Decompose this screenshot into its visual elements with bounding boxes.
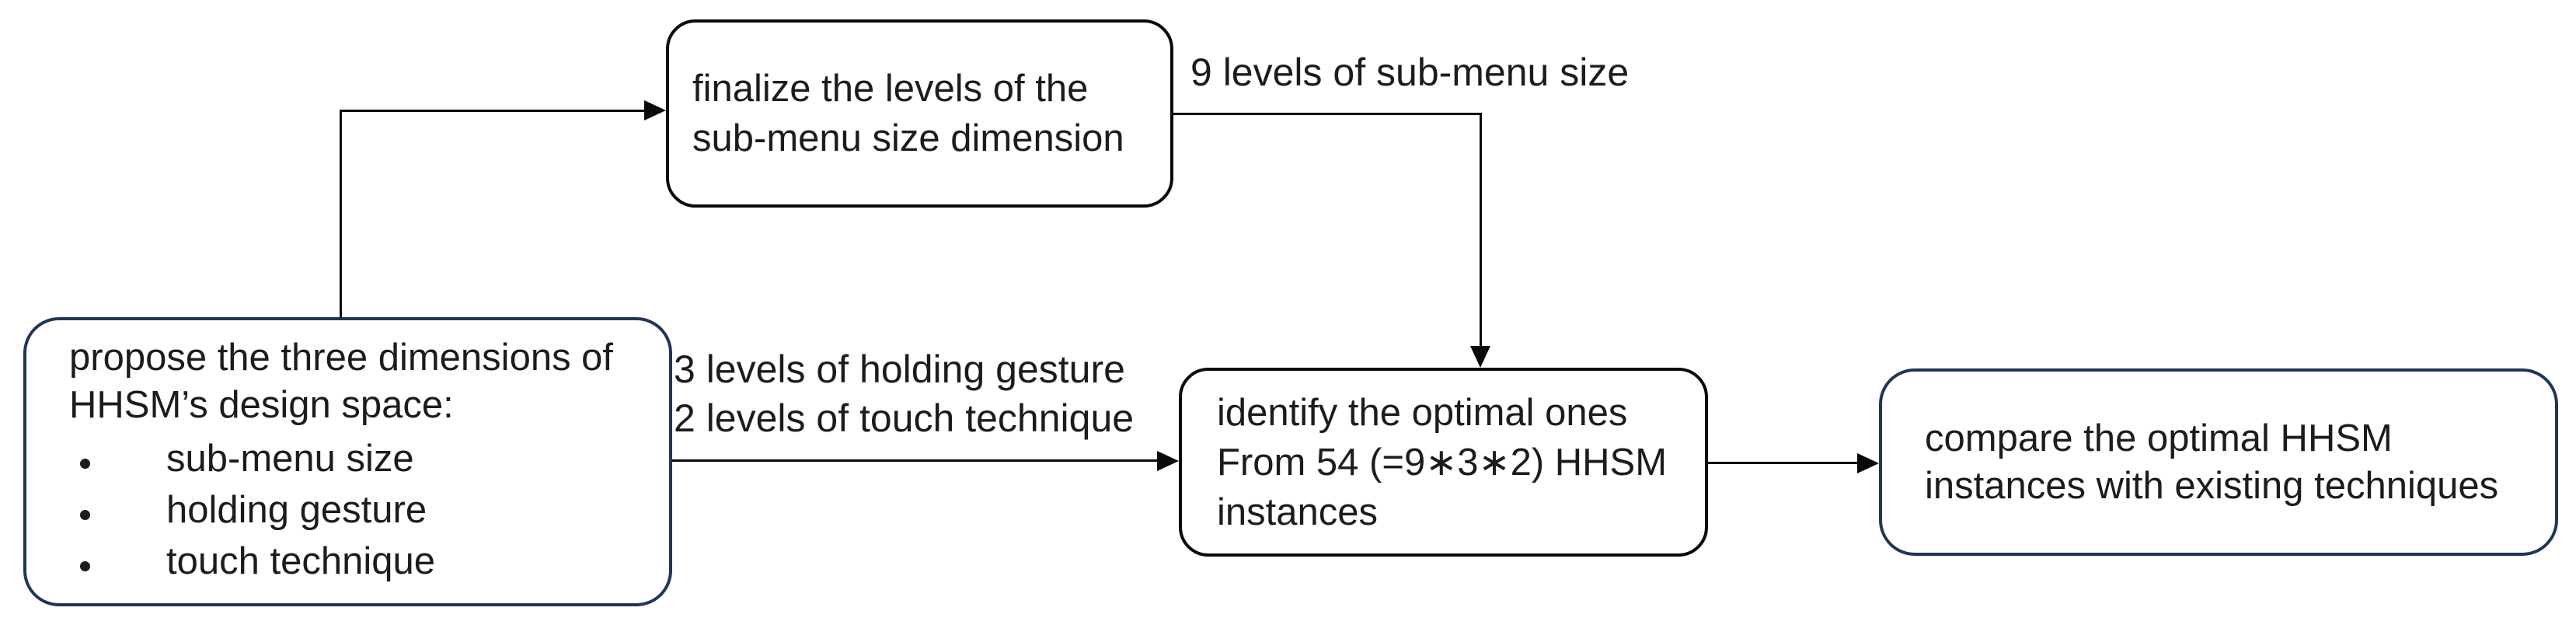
box-propose-dimensions: propose the three dimensions of HHSM’s d… (23, 317, 672, 606)
arrowhead-into-identify-top-icon (1470, 346, 1490, 368)
bullet-label-sub-menu-size: sub-menu size (166, 438, 414, 480)
box-identify-line3: instances (1217, 491, 1379, 533)
bullet-icon (80, 509, 90, 520)
bullet-label-touch-technique: touch technique (166, 540, 435, 582)
box-compare-line1: compare the optimal HHSM (1925, 417, 2393, 459)
arrowhead-into-identify-left-icon (1157, 451, 1179, 471)
box-compare-techniques: compare the optimal HHSM instances with … (1879, 368, 2558, 556)
bullet-icon (80, 560, 90, 571)
connector-propose-to-finalize-vertical (340, 110, 342, 317)
list-item: holding gesture (69, 487, 669, 538)
connector-propose-to-finalize-horizontal (340, 110, 644, 112)
list-item: sub-menu size (69, 435, 669, 487)
edge-label-touch-technique: 2 levels of touch technique (674, 396, 1135, 440)
arrowhead-into-compare-icon (1857, 453, 1879, 473)
connector-identify-to-compare (1708, 462, 1857, 464)
box-finalize-levels: finalize the levels of the sub-menu size… (666, 19, 1173, 208)
list-item: touch technique (69, 538, 669, 589)
box-identify-optimal: identify the optimal ones From 54 (=9∗3∗… (1179, 368, 1708, 557)
box-propose-line2: HHSM’s design space: (69, 384, 454, 426)
box-identify-line1: identify the optimal ones (1217, 391, 1628, 434)
arrowhead-into-finalize-icon (644, 100, 666, 120)
box-finalize-line1: finalize the levels of the (692, 68, 1089, 110)
connector-finalize-to-identify-horizontal (1173, 113, 1481, 115)
box-identify-line2: From 54 (=9∗3∗2) HHSM (1217, 441, 1668, 484)
box-propose-line1: propose the three dimensions of (69, 337, 614, 379)
edge-label-holding-touch: 3 levels of holding gesture 2 levels of … (674, 345, 1134, 443)
box-finalize-line2: sub-menu size dimension (692, 117, 1124, 159)
box-compare-line2: instances with existing techniques (1925, 464, 2499, 507)
connector-finalize-to-identify-vertical (1480, 113, 1482, 346)
connector-propose-to-identify (672, 459, 1157, 462)
edge-label-submenu-size: 9 levels of sub-menu size (1190, 51, 1630, 94)
edge-label-holding-gesture: 3 levels of holding gesture (674, 347, 1125, 391)
design-space-bullet-list: sub-menu size holding gesture touch tech… (69, 435, 669, 589)
bullet-icon (80, 458, 90, 469)
bullet-label-holding-gesture: holding gesture (166, 489, 427, 531)
